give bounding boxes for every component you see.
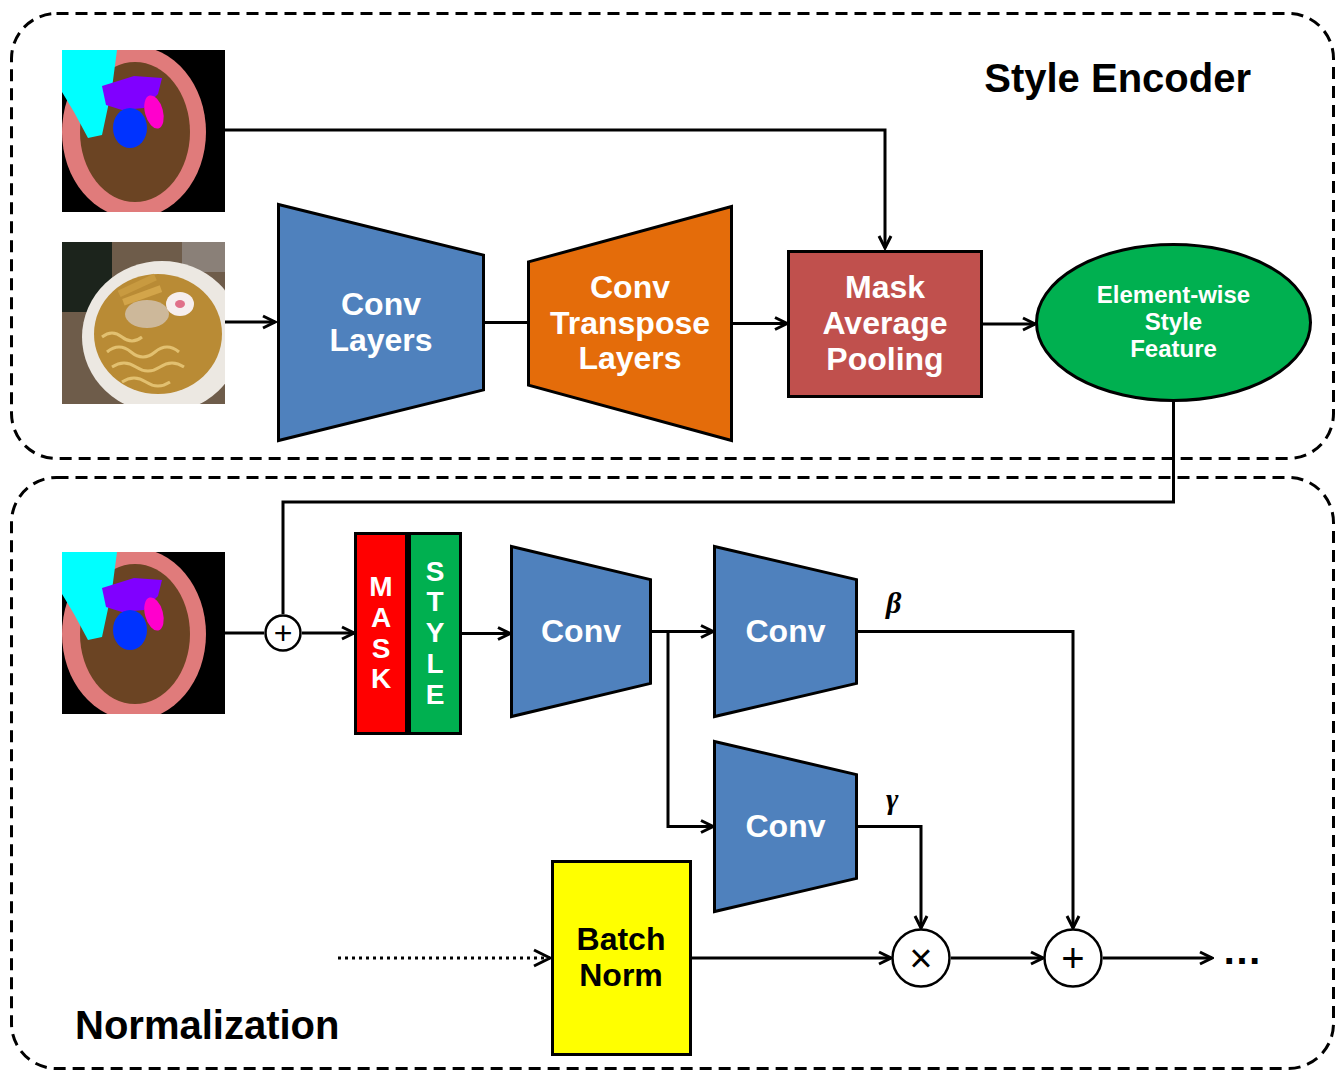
continuation-mark: … xyxy=(1222,928,1262,973)
block-label: MASK xyxy=(367,572,395,695)
operator-symbol: × xyxy=(909,938,932,978)
connector-arrow xyxy=(733,322,787,325)
label-holder: … xyxy=(1222,928,1262,973)
block-label: Conv Transpose Layers xyxy=(543,270,718,377)
edge-label: β xyxy=(884,586,903,620)
operator-symbol: + xyxy=(1061,938,1084,978)
connector-arrow xyxy=(951,957,1043,960)
connector-arrow xyxy=(462,632,510,635)
operator-symbol: + xyxy=(274,617,293,649)
feature-ellipse: Element-wise Style Feature xyxy=(1035,243,1312,402)
block-label: Conv Layers xyxy=(306,287,456,359)
mask-feed-line xyxy=(225,632,264,635)
block-label: Conv xyxy=(746,809,826,845)
image-feed-arrow xyxy=(225,321,275,324)
connector-arrow xyxy=(692,957,892,960)
output-arrow xyxy=(1103,957,1212,960)
sum-operator: + xyxy=(1043,928,1103,988)
connector-arrow xyxy=(983,323,1035,326)
edge-label-holder: β xyxy=(884,586,903,620)
connector-arrow xyxy=(652,632,713,827)
connector-arrow xyxy=(858,827,921,929)
conv-block: Conv Layers xyxy=(277,203,485,442)
conv-block: Conv xyxy=(713,740,858,913)
connector-arrow xyxy=(302,632,354,635)
block-label: STYLE xyxy=(421,557,449,711)
norm-box: Batch Norm xyxy=(551,860,692,1056)
block-label: Batch Norm xyxy=(559,922,684,994)
input-dotted-arrow xyxy=(338,957,550,960)
edge-label-holder: γ xyxy=(884,782,900,816)
connector-arrow xyxy=(485,321,527,324)
segmentation-mask xyxy=(62,548,225,720)
encoder-region: Style EncoderConv Layers Conv Transpose L… xyxy=(10,12,1335,460)
style-channel: STYLE xyxy=(408,532,462,735)
mask-channel: MASK xyxy=(354,532,408,735)
block-label: Conv xyxy=(746,614,826,650)
region-title: Normalization xyxy=(75,1003,339,1048)
product-operator: × xyxy=(891,928,951,988)
food-photo xyxy=(62,242,225,404)
block-label: Element-wise Style Feature xyxy=(1095,282,1253,363)
sum-operator: + xyxy=(264,614,302,652)
conv-block: Conv xyxy=(510,545,652,718)
edge-label: γ xyxy=(884,782,900,816)
normalization-region: Normalization+MASKSTYLEConvConvConvBatch… xyxy=(10,476,1335,1070)
pooling-box: Mask Average Pooling xyxy=(787,250,983,398)
block-label: Conv xyxy=(541,614,621,650)
region-title: Style Encoder xyxy=(984,56,1251,101)
block-label: Mask Average Pooling xyxy=(795,270,975,377)
conv-block: Conv xyxy=(713,545,858,718)
input-arrow-head xyxy=(534,950,550,966)
deconv-block: Conv Transpose Layers xyxy=(527,205,733,442)
connector-arrow xyxy=(858,632,1073,929)
segmentation-mask xyxy=(62,46,225,218)
